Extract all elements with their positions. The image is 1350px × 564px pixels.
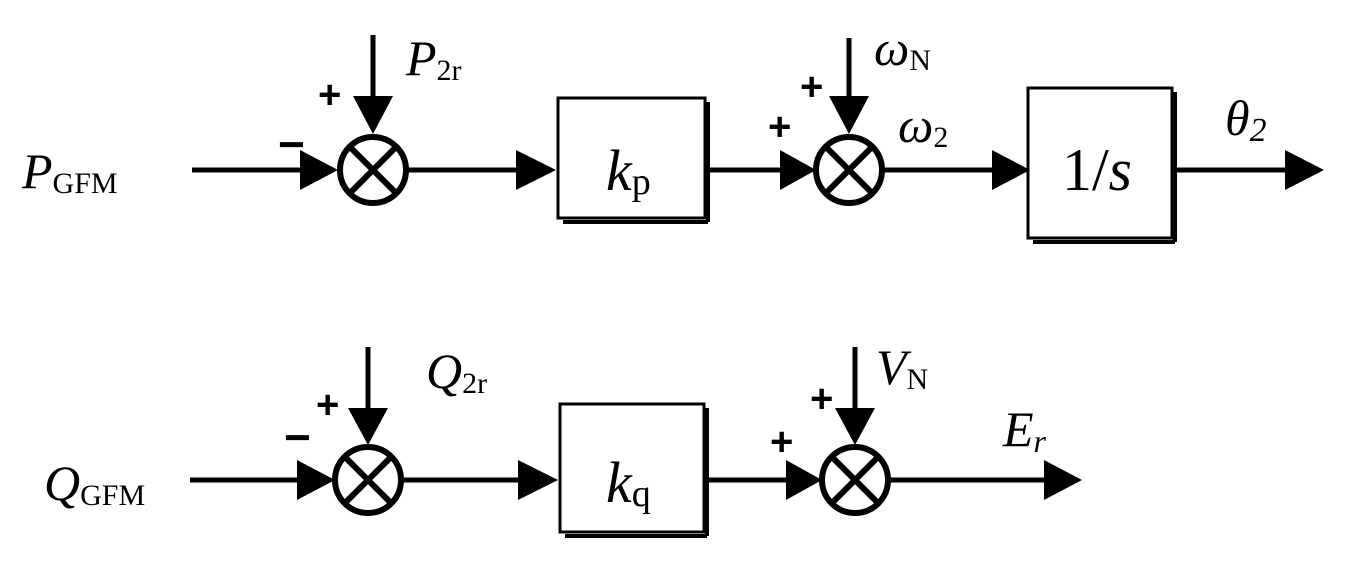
bottom-sum2-ref-label: VN — [876, 339, 928, 396]
top-integrator-block: 1/s — [1026, 86, 1177, 244]
top-summing-junction-2 — [813, 134, 885, 206]
bottom-sum2-ref-sign: + — [810, 377, 833, 421]
top-output-arrowhead — [1285, 150, 1324, 190]
bottom-sum2-ref-arrowhead — [835, 408, 875, 445]
top-gain-label: kp — [606, 138, 651, 203]
bottom-gain-arrowhead — [518, 460, 558, 500]
top-row: PGFM − + P2r kp — [21, 20, 1324, 244]
bottom-gain-label: kq — [606, 450, 651, 515]
bottom-sum1-ref-label: Q2r — [426, 343, 487, 400]
top-sum1-ref-arrowhead — [353, 96, 393, 134]
top-integrator-arrowhead — [992, 150, 1030, 190]
top-input-label: PGFM — [21, 143, 118, 200]
bottom-sum1-ref-sign: + — [316, 383, 339, 427]
top-sum2-ref-label: ωN — [874, 20, 931, 77]
bottom-summing-junction-2 — [819, 444, 891, 516]
bottom-sum2-input-sign: + — [770, 420, 793, 464]
top-sum1-ref-label: P2r — [405, 30, 462, 87]
top-sum2-ref-sign: + — [800, 65, 823, 109]
top-intermediate-label: ω2 — [898, 97, 948, 154]
top-output-label: θ2 — [1225, 90, 1267, 149]
bottom-summing-junction-1 — [332, 444, 404, 516]
top-gain-block: kp — [556, 96, 710, 224]
bottom-output-arrowhead — [1044, 460, 1082, 500]
top-integrator-label: 1/s — [1062, 137, 1132, 203]
top-sum2-ref-arrowhead — [829, 96, 869, 134]
bottom-row: QGFM − + Q2r kq — [44, 339, 1082, 538]
bottom-sum2-input-arrowhead — [786, 460, 822, 500]
top-summing-junction-1 — [337, 134, 409, 206]
bottom-input-arrowhead — [297, 460, 335, 500]
bottom-sum1-input-sign: − — [284, 411, 311, 463]
top-input-arrowhead — [300, 150, 338, 190]
top-sum1-input-sign: − — [278, 118, 305, 170]
top-sum2-input-sign: + — [768, 105, 791, 149]
bottom-sum1-ref-arrowhead — [348, 408, 388, 445]
bottom-input-label: QGFM — [44, 455, 145, 512]
bottom-output-label: Er — [1002, 401, 1047, 459]
bottom-gain-block: kq — [558, 402, 709, 538]
top-sum2-input-arrowhead — [780, 150, 816, 190]
top-sum1-ref-sign: + — [318, 73, 341, 117]
top-gain-arrowhead — [516, 150, 556, 190]
